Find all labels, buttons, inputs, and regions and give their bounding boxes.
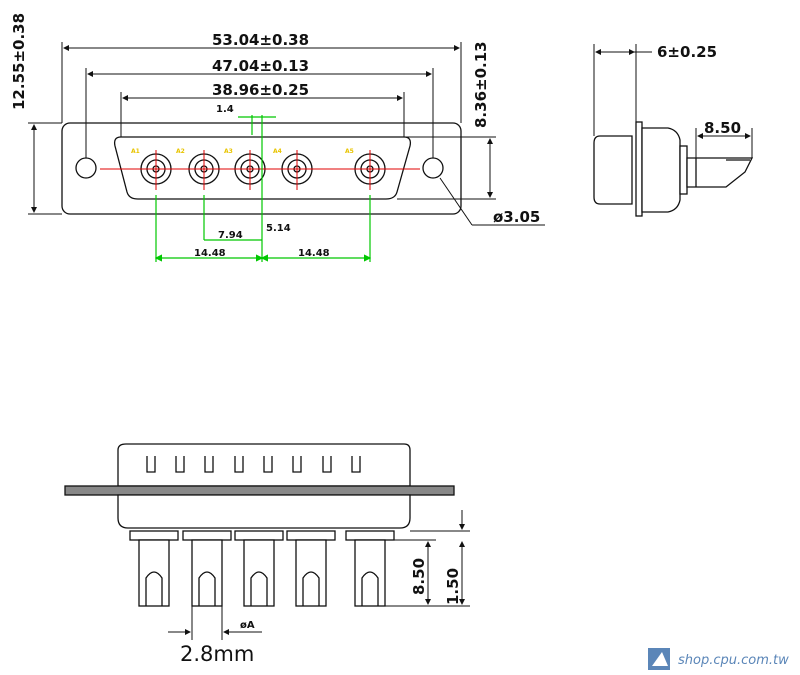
dim-shell-height: 8.36±0.13 [472,41,490,128]
guide-lines [154,115,372,262]
dim-pin-length: 8.50 [410,558,428,595]
dim-hole: ø3.05 [493,208,540,226]
brand-logo-icon [648,648,670,670]
brand-text[interactable]: shop.cpu.com.tw [678,653,789,668]
mount-hole-left [75,157,97,179]
bottom-view [64,443,455,607]
dim-tail: 8.50 [704,119,741,137]
dim-pin-diameter: øA [240,620,255,631]
bottom-slots [146,456,361,473]
dim-pin-offset: 1.4 [216,104,234,115]
bottom-body [117,494,411,529]
dim-overall: 53.04±0.38 [212,31,309,49]
dim-span-left: 14.48 [194,248,226,259]
side-collar [679,145,688,195]
side-flange [635,121,643,217]
bottom-pin-3 [234,530,284,607]
bottom-pin-5 [345,530,395,607]
pin-label-a2: A2 [176,148,185,155]
dim-step: 1.50 [444,568,462,605]
pin-label-a5: A5 [345,148,354,155]
bottom-flange [64,485,455,496]
dim-mount: 47.04±0.13 [212,57,309,75]
mount-hole-right [422,157,444,179]
side-tail [686,157,754,188]
side-view [593,121,754,217]
front-dimension-lines [28,42,545,226]
bottom-pin-4 [286,530,336,607]
dim-pitch-b: 5.14 [266,223,291,234]
bottom-pin-1 [129,530,179,607]
dim-shell: 38.96±0.25 [212,81,309,99]
dim-span-right: 14.48 [298,248,330,259]
side-shell [593,135,633,205]
side-body [641,127,681,213]
dim-depth: 6±0.25 [657,43,717,61]
bottom-dimension-lines [168,510,470,640]
dim-height: 12.55±0.38 [10,13,28,110]
dim-wire: 2.8mm [180,642,254,666]
center-lines [100,150,420,190]
pin-label-a3: A3 [224,148,233,155]
dim-pitch-a: 7.94 [218,230,243,241]
pin-label-a4: A4 [273,148,282,155]
side-dimension-lines [593,44,753,158]
bottom-pin-2 [182,530,232,607]
pin-label-a1: A1 [131,148,140,155]
